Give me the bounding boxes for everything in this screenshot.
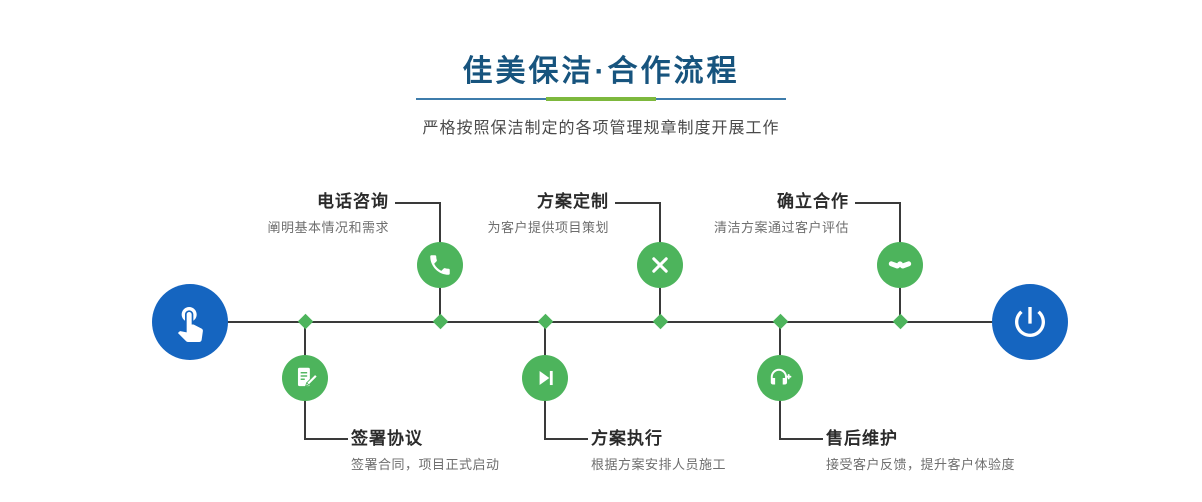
connector-line bbox=[304, 322, 306, 355]
timeline-marker bbox=[652, 313, 669, 330]
step-sign-agreement: 签署协议 签署合同，项目正式启动 bbox=[351, 428, 500, 473]
step-title: 售后维护 bbox=[826, 429, 898, 448]
step-after-sales: 售后维护 接受客户反馈，提升客户体验度 bbox=[826, 428, 1015, 473]
start-node bbox=[152, 284, 228, 360]
divider-accent bbox=[546, 97, 656, 101]
step-phone-consult: 电话咨询 阐明基本情况和需求 bbox=[267, 191, 389, 236]
contract-icon bbox=[297, 367, 318, 387]
step-establish-coop: 确立合作 清洁方案通过客户评估 bbox=[714, 191, 849, 236]
step-plan-custom: 方案定制 为客户提供项目策划 bbox=[487, 191, 609, 236]
connector-line bbox=[899, 202, 901, 243]
execution-step-node bbox=[522, 355, 568, 401]
handshake-icon bbox=[888, 261, 912, 269]
agreement-step-node bbox=[282, 355, 328, 401]
phone-icon bbox=[430, 255, 450, 275]
connector-line bbox=[395, 202, 440, 204]
timeline-marker bbox=[772, 313, 789, 330]
timeline-axis bbox=[190, 321, 1030, 323]
step-title: 确立合作 bbox=[777, 192, 849, 211]
step-desc: 阐明基本情况和需求 bbox=[267, 220, 389, 235]
timeline-marker bbox=[432, 313, 449, 330]
end-node bbox=[992, 284, 1068, 360]
connector-line bbox=[439, 287, 441, 322]
support-icon bbox=[770, 368, 792, 385]
phone-step-node bbox=[417, 242, 463, 288]
step-desc: 为客户提供项目策划 bbox=[487, 220, 609, 235]
step-desc: 清洁方案通过客户评估 bbox=[713, 220, 849, 235]
page-subtitle: 严格按照保洁制定的各项管理规章制度开展工作 bbox=[422, 120, 780, 137]
step-title: 签署协议 bbox=[351, 429, 423, 448]
power-icon bbox=[1015, 307, 1045, 337]
connector-line bbox=[304, 400, 306, 440]
connector-line bbox=[899, 287, 901, 322]
connector-line bbox=[855, 202, 900, 204]
step-plan-execution: 方案执行 根据方案安排人员施工 bbox=[591, 428, 726, 473]
title-divider bbox=[416, 97, 786, 101]
connector-line bbox=[544, 438, 588, 440]
timeline-marker bbox=[297, 313, 314, 330]
step-desc: 接受客户反馈，提升客户体验度 bbox=[826, 457, 1016, 472]
timeline-marker bbox=[537, 313, 554, 330]
support-step-node bbox=[757, 355, 803, 401]
design-tools-icon bbox=[652, 257, 668, 273]
pointing-hand-icon bbox=[177, 307, 203, 342]
connector-line bbox=[544, 400, 546, 440]
step-desc: 签署合同，项目正式启动 bbox=[351, 457, 500, 472]
connector-line bbox=[779, 400, 781, 440]
connector-line bbox=[659, 287, 661, 322]
plan-step-node bbox=[637, 242, 683, 288]
connector-line bbox=[439, 202, 441, 243]
step-title: 方案执行 bbox=[591, 429, 663, 448]
connector-line bbox=[779, 438, 823, 440]
connector-line bbox=[544, 322, 546, 355]
connector-line bbox=[615, 202, 660, 204]
page-title: 佳美保洁·合作流程 bbox=[462, 55, 740, 88]
step-title: 方案定制 bbox=[537, 192, 609, 211]
timeline-marker bbox=[892, 313, 909, 330]
step-desc: 根据方案安排人员施工 bbox=[591, 457, 727, 472]
step-title: 电话咨询 bbox=[317, 192, 389, 211]
execute-icon bbox=[539, 370, 553, 386]
connector-line bbox=[304, 438, 348, 440]
cooperation-step-node bbox=[877, 242, 923, 288]
connector-line bbox=[659, 202, 661, 243]
connector-line bbox=[779, 322, 781, 355]
